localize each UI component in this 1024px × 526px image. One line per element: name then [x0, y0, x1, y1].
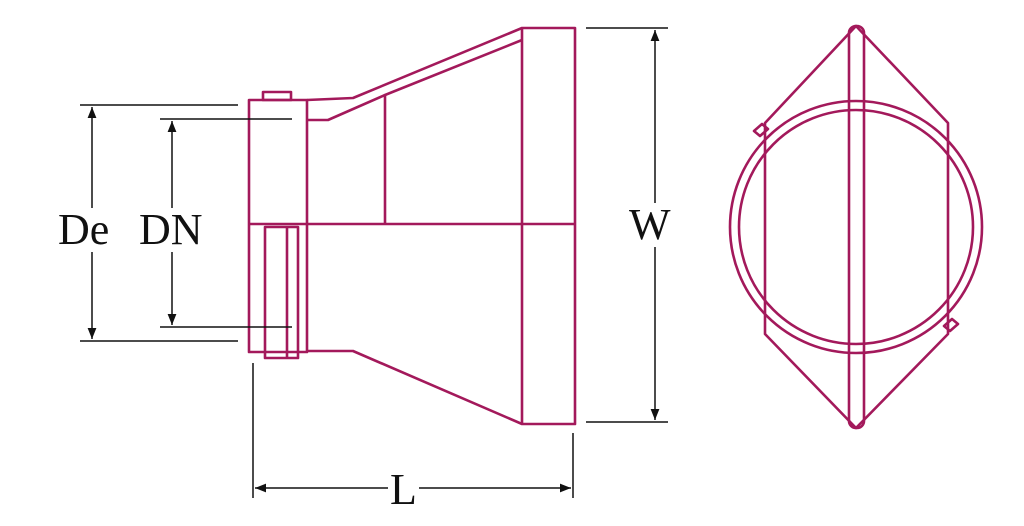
front-diamond-outline	[763, 24, 950, 430]
front-tab-right	[942, 317, 960, 333]
de-label: De	[56, 205, 112, 254]
front-vertical-rib	[847, 24, 866, 430]
w-label: W	[627, 200, 673, 249]
inlet-flange	[247, 98, 309, 354]
inlet-band	[263, 225, 300, 360]
front-inner-circle	[737, 108, 975, 346]
front-outer-circle	[728, 99, 984, 355]
reducer-body-outline	[306, 26, 577, 426]
dn-label: DN	[137, 205, 205, 254]
reducer-upper-taper	[307, 38, 523, 122]
front-tab-left	[752, 122, 770, 138]
front-view	[728, 24, 984, 430]
l-label: L	[388, 465, 419, 514]
side-view	[247, 26, 577, 426]
